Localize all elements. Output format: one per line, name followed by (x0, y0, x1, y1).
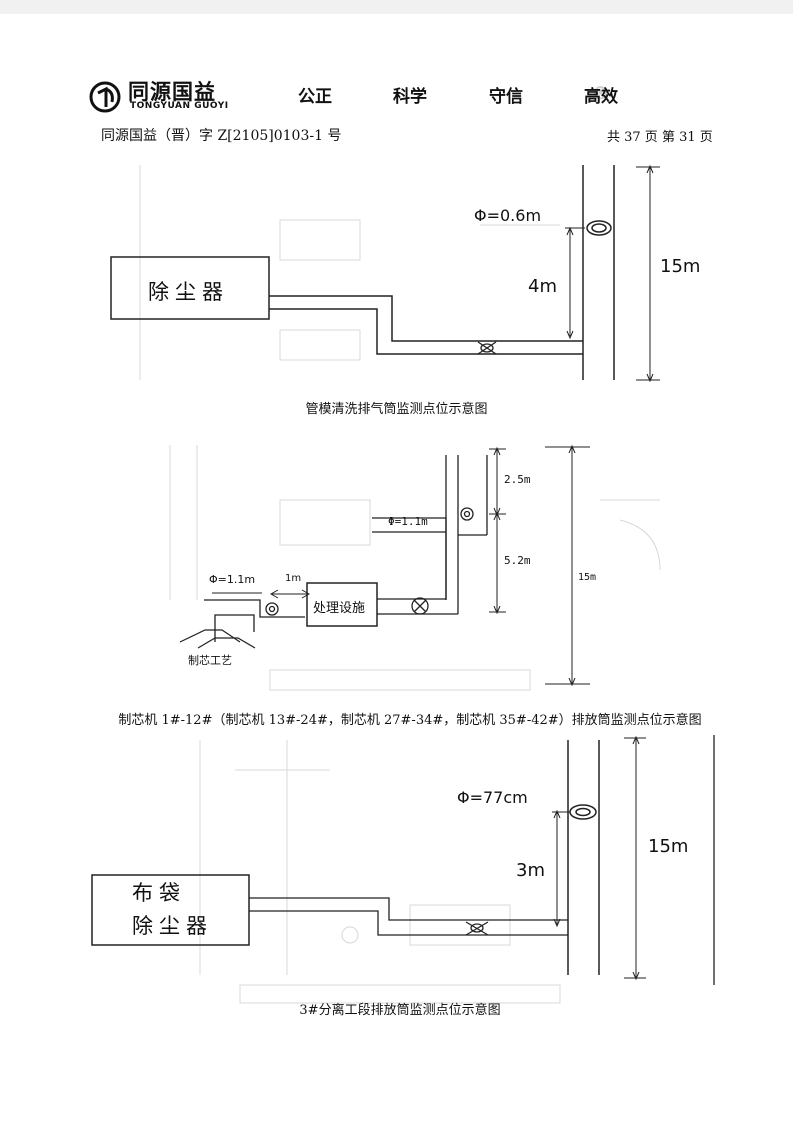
scan-edge (0, 0, 793, 14)
sampling-port-icon (569, 804, 597, 820)
diameter-label: Φ=0.6m (474, 206, 542, 225)
outlet-diameter-label: Φ=1.1m (388, 515, 428, 528)
process-hood (179, 629, 241, 643)
stack-height-label: 15m (660, 256, 701, 277)
bleed-through-lines (169, 445, 661, 691)
company-name-en: TONGYUAN GUOYI (130, 101, 229, 111)
motto-item: 公正 (298, 87, 332, 107)
process-label: 制芯工艺 (188, 654, 232, 667)
bleed-through-lines (199, 740, 561, 1004)
bag-filter-label-2: 除尘器 (132, 914, 213, 938)
page-header: 同源国益 TONGYUAN GUOYI 公正 科学 守信 高效 (84, 74, 734, 114)
outlet-sampling-port-icon (460, 507, 474, 521)
diagram-1-caption: 管模清洗排气筒监测点位示意图 (305, 402, 488, 417)
treatment-box (306, 582, 378, 627)
top-distance-label: 2.5m (504, 473, 531, 486)
bleed-through-lines (139, 165, 560, 380)
treatment-box-label: 处理设施 (313, 601, 366, 616)
duct-top (249, 897, 568, 921)
valve-icon (477, 341, 497, 355)
company-logo-icon (89, 81, 121, 113)
dust-collector-box (110, 256, 270, 320)
motto-item: 高效 (584, 87, 618, 107)
sample-height-label: 4m (528, 276, 557, 297)
sample-height-label: 3m (516, 860, 545, 881)
bag-filter-box (91, 874, 250, 946)
document-number: 同源国益（晋）字 Z[2105]0103-1 号 (101, 128, 342, 144)
valve-icon (411, 597, 429, 615)
diagram-3-caption: 3#分离工段排放筒监测点位示意图 (299, 1003, 501, 1018)
duct-bottom (269, 308, 583, 355)
motto-item: 科学 (393, 87, 427, 107)
page-info: 共 37 页 第 31 页 (607, 130, 713, 145)
sampling-port-icon (586, 220, 612, 236)
duct-bottom (249, 910, 568, 936)
inlet-distance-label: 1m (285, 573, 302, 584)
inlet-sampling-port-icon (265, 602, 279, 616)
duct-top (269, 295, 583, 342)
motto-item: 守信 (489, 87, 523, 107)
diameter-label: Φ=77cm (457, 788, 528, 807)
dust-collector-label: 除尘器 (148, 280, 229, 304)
diagram-2-caption: 制芯机 1#-12#（制芯机 13#-24#，制芯机 27#-34#，制芯机 3… (118, 713, 702, 728)
company-name-cn: 同源国益 (128, 80, 216, 104)
bottom-distance-label: 5.2m (504, 554, 531, 567)
inlet-diameter-label: Φ=1.1m (209, 573, 256, 586)
bag-filter-label-1: 布袋 (132, 881, 186, 905)
stack-height-label: 15m (578, 572, 597, 583)
bleed-through-logo: ⊙ (592, 80, 609, 104)
stack-height-label: 15m (648, 836, 689, 857)
valve-icon (465, 921, 489, 936)
